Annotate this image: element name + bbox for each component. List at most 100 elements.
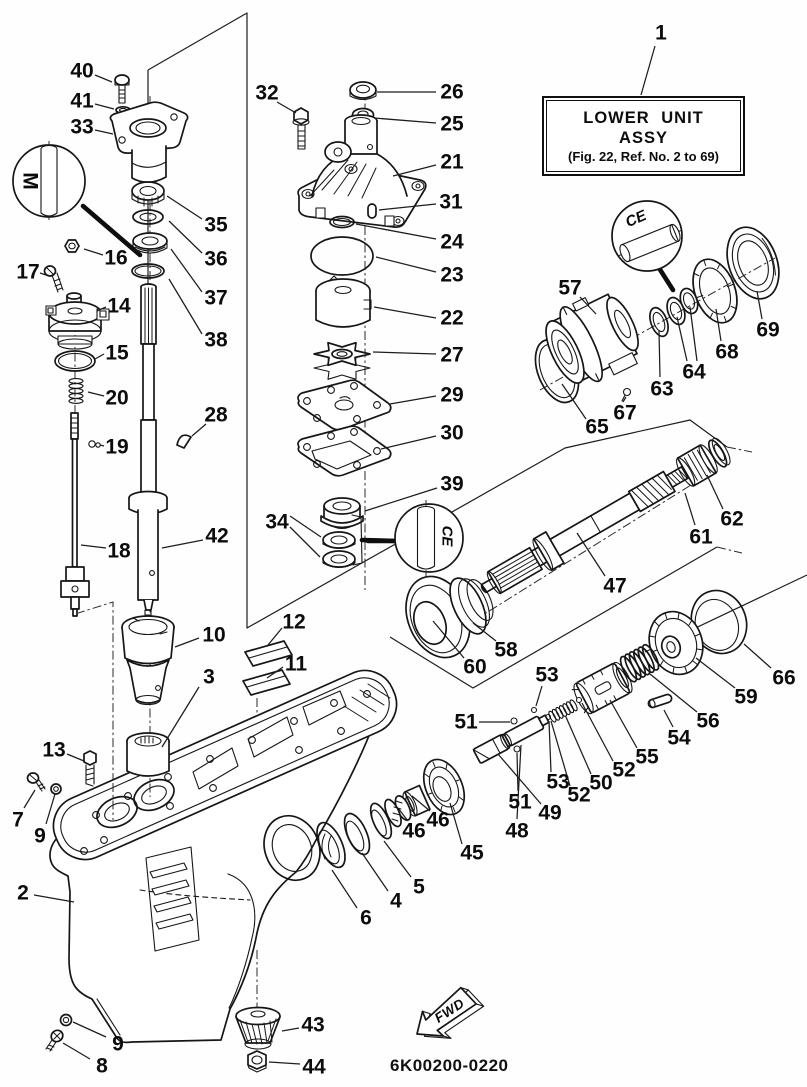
shift-cam-bolt-17: [43, 265, 64, 293]
seal-carrier-60-58: [405, 575, 494, 659]
callout-label-9: 9: [34, 825, 46, 848]
callout-label-44: 44: [302, 1056, 326, 1079]
callout-label-62: 62: [720, 508, 743, 531]
reverse-gear-group: [619, 589, 748, 709]
ball-51a: [510, 717, 518, 725]
callout-label-16: 16: [104, 247, 127, 270]
callout-leader-45: [449, 802, 463, 845]
callout-label-6: 6: [360, 907, 372, 930]
drive-shaft-42: [128, 283, 168, 616]
washer-62: [707, 437, 731, 468]
callout-leader-7: [23, 789, 36, 809]
callout-leader-40: [94, 74, 113, 83]
callout-leader-64: [676, 316, 688, 362]
callout-leader-49: [497, 753, 542, 805]
callout-leader-43: [281, 1027, 300, 1032]
callout-label-57: 57: [558, 277, 581, 300]
callout-label-19: 19: [105, 436, 128, 459]
pump-base-plate-29: [297, 379, 392, 431]
ce-detail-circle-upper: CE: [611, 200, 683, 293]
callout-label-69: 69: [756, 319, 779, 342]
callout-leader-11: [266, 666, 284, 679]
callout-leader-6: [331, 869, 358, 909]
ce-detail-circle-middle: CE: [365, 500, 464, 576]
callout-leader-46: [397, 807, 409, 822]
callout-leader-23: [375, 256, 437, 273]
spring-20: [68, 378, 84, 404]
callout-leader-12: [267, 627, 283, 646]
callout-label-18: 18: [107, 540, 131, 563]
anode-key-12: [244, 640, 293, 667]
callout-label-64: 64: [682, 361, 706, 384]
callout-leader-1: [640, 45, 656, 96]
callout-label-60: 60: [463, 656, 486, 679]
callout-label-61: 61: [689, 526, 713, 549]
callout-leader-31: [378, 203, 437, 211]
o-ring-15-inner: [57, 352, 93, 370]
callout-leader-9: [72, 1021, 107, 1038]
title-line-2: ASSY: [619, 128, 668, 147]
callout-label-40: 40: [70, 60, 93, 83]
driveshaft-bore: [133, 778, 175, 812]
callout-leader-68: [715, 308, 722, 342]
callout-leader-9: [45, 793, 56, 825]
washer-9a-hole: [53, 786, 59, 792]
clip-19: [88, 440, 101, 448]
shift-rod-group: [43, 239, 110, 617]
callout-label-46: 46: [426, 809, 449, 832]
callout-leader-66: [743, 643, 772, 669]
callout-leader-53: [548, 720, 552, 773]
bolt-32: [292, 107, 310, 150]
callout-label-39: 39: [440, 473, 463, 496]
callout-leader-64: [689, 306, 698, 362]
ball-52: [575, 696, 583, 704]
callout-label-56: 56: [696, 710, 719, 733]
o-ring-15: [54, 350, 96, 372]
callout-leader-65: [561, 383, 587, 420]
assembly-center-lines: [74, 86, 776, 822]
casing-screw-bottom: [45, 1029, 64, 1052]
callout-leader-63: [658, 330, 661, 378]
o-ring-24: [329, 215, 355, 229]
callout-leader-2: [33, 894, 75, 903]
callout-leader-4: [361, 852, 389, 892]
dowel-pin-31: [367, 203, 377, 219]
bolt-40: [114, 74, 130, 104]
pinion-nut: [247, 1050, 267, 1073]
callout-leader-8: [62, 1042, 91, 1060]
washer-63: [649, 306, 669, 338]
lower-casing: [49, 669, 398, 1044]
callout-leader-34: [289, 515, 322, 538]
callout-label-25: 25: [440, 113, 464, 136]
grease-detail-circle: M: [12, 141, 143, 258]
shift-rod-18: [60, 412, 90, 617]
bearing-carrier-group: [534, 226, 780, 404]
callout-label-48: 48: [505, 820, 529, 843]
callout-leader-67: [622, 396, 627, 403]
grommet-26: [349, 81, 377, 101]
bearings-34: [322, 531, 356, 569]
callout-leader-22: [373, 306, 437, 319]
callout-label-17: 17: [16, 261, 39, 284]
o-ring-38-inner: [134, 265, 162, 277]
callout-label-58: 58: [494, 639, 518, 662]
callout-leader-57: [579, 296, 597, 315]
callout-label-28: 28: [204, 404, 228, 427]
vent-panel: [145, 846, 200, 952]
callout-leader-54: [663, 709, 674, 728]
callout-label-54: 54: [667, 727, 691, 750]
callout-label-36: 36: [204, 248, 227, 271]
callout-label-24: 24: [440, 231, 464, 254]
callout-label-21: 21: [440, 151, 464, 174]
callout-label-46: 46: [402, 820, 425, 843]
callout-label-52: 52: [567, 784, 590, 807]
callout-leader-44: [268, 1061, 301, 1065]
callout-leader-20: [87, 391, 105, 397]
o-ring-38: [131, 263, 165, 279]
callout-leader-53: [535, 685, 543, 707]
callout-label-1: 1: [655, 22, 667, 45]
callout-label-42: 42: [205, 525, 228, 548]
washer-36: [132, 209, 164, 225]
